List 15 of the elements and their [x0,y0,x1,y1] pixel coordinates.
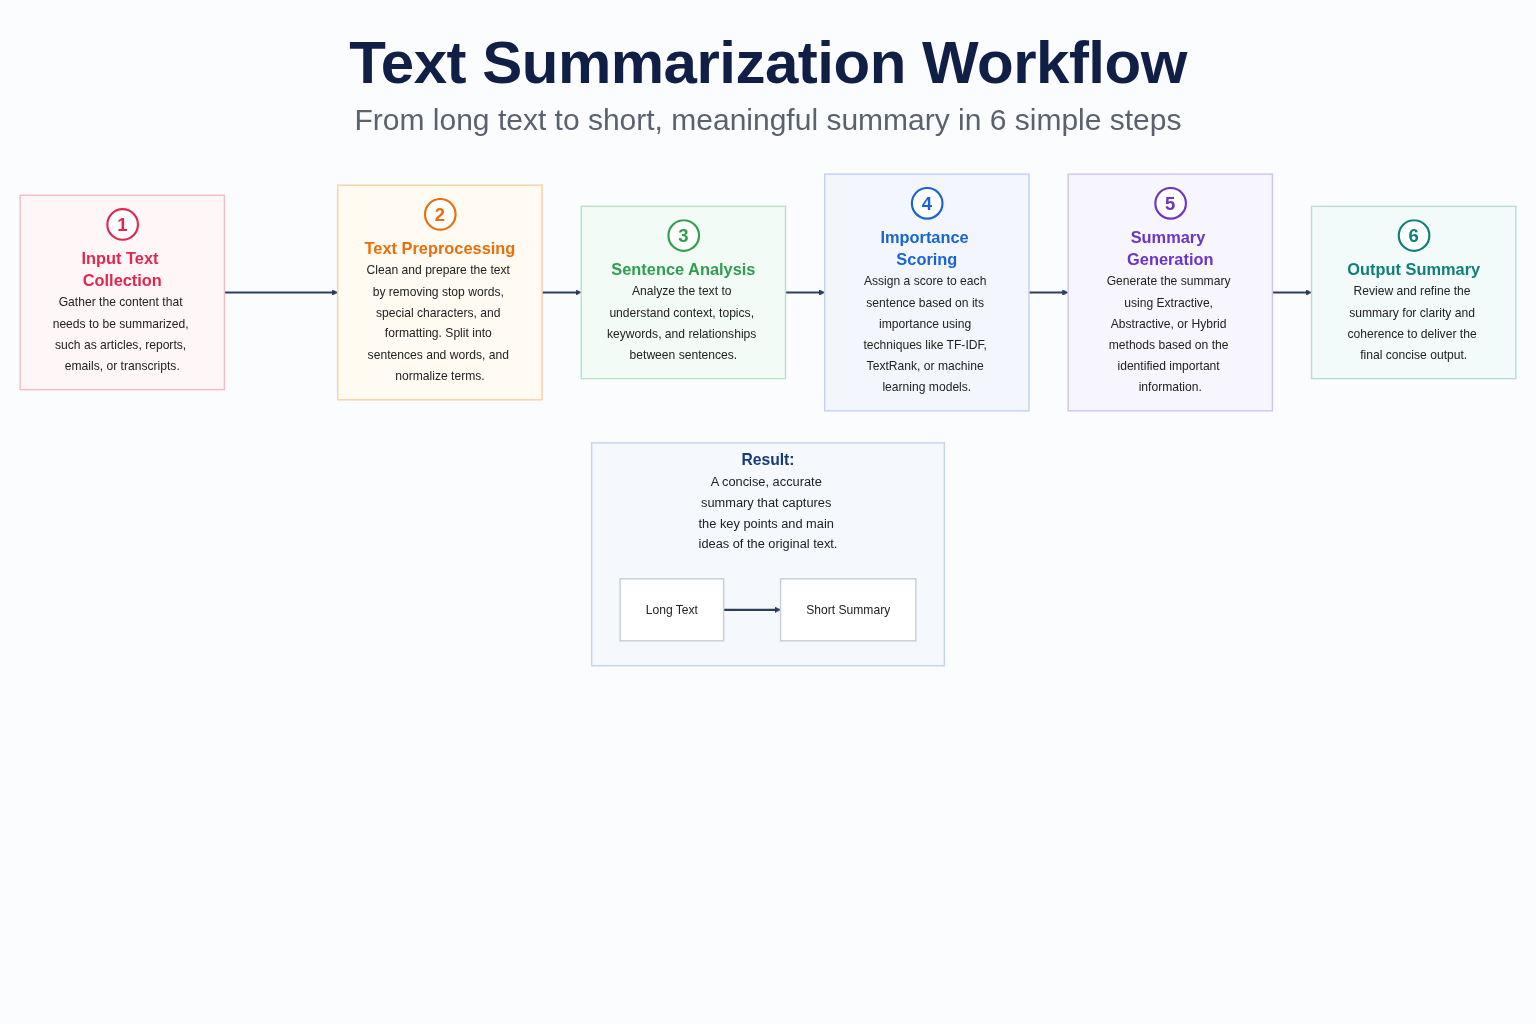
arrow [542,289,582,296]
subtitle: From long text to short, meaningful summary in 6 simple steps [354,103,1182,137]
arrow [1029,289,1069,296]
arrow [1272,289,1312,296]
node-box: 5 Summary Generation Generate the summary using Extractive, Abstractive, or Hybrid methods based on the identified important information. [1067,173,1274,412]
arrow [785,289,825,296]
node-box: 4 Importance Scoring Assign a score to each sentence based on its importance using techniques like TF-IDF, TextRank, or machine learning models. [823,173,1030,412]
node-box: 3 Sentence Analysis Analyze the text to understand context, topics, keywords, and relationships between sentences. [580,205,787,380]
node-box: Long Text [619,578,725,642]
node-box: 2 Text Preprocessing Clean and prepare the text by removing stop words, special characters, and formatting. Split into sentences and words, and normalize terms. [337,184,543,401]
arrow [723,606,781,613]
node-box: Short Summary [779,578,917,642]
title: Text Summarization Workflow [349,28,1187,97]
node-box: 6 Output Summary Review and refine the summary for clarity and coherence to deliver the final concise output. [1310,205,1517,380]
node-box: 1 Input Text Collection Gather the content that needs to be summarized, such as articles, reports, emails, or transcripts. [19,194,226,391]
